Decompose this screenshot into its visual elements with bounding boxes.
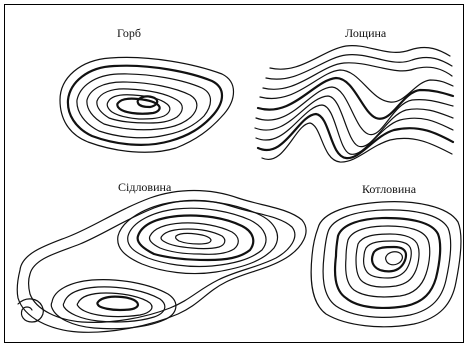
saddle-contour-1	[16, 189, 307, 333]
basin-contour-7	[370, 245, 408, 273]
saddle-contour-2	[27, 199, 296, 323]
hill-contour-8	[136, 95, 159, 109]
basin-contours	[310, 201, 462, 328]
hollow-contour-8	[255, 104, 454, 155]
saddle-right-4	[148, 222, 239, 255]
saddle-right-2	[127, 207, 267, 268]
label-basin: Котловина	[362, 182, 417, 196]
saddle-right-5	[160, 228, 226, 250]
hollow-contour-6	[255, 86, 454, 136]
basin-contour-5	[355, 233, 420, 288]
saddle-contours	[16, 189, 307, 333]
hollow-contour-1	[269, 45, 451, 70]
hollow-contour-10	[261, 122, 453, 163]
hollow-contour-5	[256, 76, 455, 120]
hollow-contour-3	[262, 62, 453, 90]
saddle-left-1	[50, 279, 177, 330]
saddle-left-4	[96, 295, 140, 312]
hill-contour-3	[76, 73, 212, 139]
basin-contour-3	[333, 216, 442, 310]
hollow-contour-7	[254, 95, 454, 148]
basin-contour-2	[322, 209, 452, 318]
hill-contour-4	[86, 81, 198, 131]
basin-contour-1	[310, 201, 462, 328]
hill-contour-2	[66, 64, 224, 146]
basin-contour-4	[345, 225, 431, 298]
hill-contour-1	[59, 56, 235, 153]
hollow-contour-2	[265, 54, 453, 80]
saddle-right-3	[136, 214, 255, 262]
hill-contour-6	[106, 94, 171, 120]
hollow-contours	[254, 45, 455, 163]
saddle-edge-feature	[17, 298, 44, 323]
saddle-right-6	[175, 232, 212, 245]
saddle-left-3	[76, 292, 153, 318]
saddle-left-2	[62, 286, 166, 323]
hill-contours	[59, 56, 235, 153]
label-hill: Горб	[117, 26, 141, 40]
hollow-contour-4	[259, 69, 454, 103]
label-hollow: Лощина	[345, 26, 387, 40]
basin-contour-8	[385, 251, 403, 266]
saddle-right-1	[117, 200, 279, 275]
label-saddle: Сідловина	[118, 180, 172, 194]
hill-contour-5	[96, 88, 183, 124]
basin-contour-6	[363, 240, 412, 279]
hollow-contour-9	[256, 112, 455, 160]
